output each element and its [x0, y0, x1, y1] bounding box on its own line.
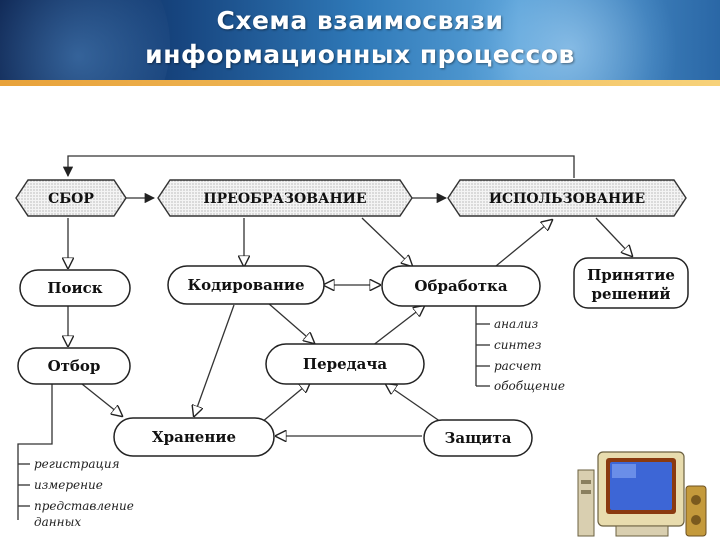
- node-decision-label-line-1: Принятие: [587, 266, 675, 284]
- processing-note-2: синтез: [494, 338, 541, 352]
- node-decision-label-line-2: решений: [592, 285, 671, 303]
- selection-note-4: данных: [34, 515, 81, 529]
- node-transfer-shape: [265, 343, 425, 385]
- slide-header: Схема взаимосвязи информационных процесс…: [0, 0, 720, 82]
- stage-use-shape: [447, 179, 687, 217]
- processing-note-3: расчет: [494, 359, 542, 373]
- stage-transform-shape: [157, 179, 413, 217]
- computer-icon: [577, 451, 707, 537]
- selection-note-2: измерение: [34, 478, 103, 492]
- selection-notes-bracket: [17, 384, 53, 520]
- arrow-transform-to-processing: [361, 217, 412, 266]
- stage-collect-shape: [15, 179, 127, 217]
- node-transfer-label: Передача: [303, 355, 387, 373]
- node-processing-label: Обработка: [414, 277, 507, 295]
- node-decision-shape: [573, 257, 689, 309]
- node-selection-shape: [17, 347, 131, 385]
- arrow-encoding-to-storage: [194, 304, 235, 416]
- node-encoding-label: Кодирование: [187, 276, 304, 294]
- node-encoding-shape: [167, 265, 325, 305]
- selection-note-1: регистрация: [34, 457, 120, 471]
- stage-use-label: ИСПОЛЬЗОВАНИЕ: [489, 191, 645, 207]
- node-protection-label: Защита: [445, 429, 512, 447]
- node-storage-label: Хранение: [152, 428, 236, 446]
- globe-decoration: [0, 0, 170, 82]
- arrow-protection-to-transfer: [386, 384, 445, 425]
- light-glow-decoration: [440, 0, 700, 82]
- stage-collect-label: СБОР: [48, 191, 94, 207]
- slide-title-line-2: информационных процессов: [145, 40, 575, 69]
- arrow-transfer-to-processing: [371, 306, 424, 347]
- node-storage-shape: [113, 417, 275, 457]
- selection-note-3: представление: [34, 499, 134, 513]
- processing-note-1: анализ: [494, 317, 538, 331]
- node-protection-shape: [423, 419, 533, 457]
- slide-title-line-1: Схема взаимосвязи: [216, 6, 504, 35]
- node-search-label: Поиск: [47, 279, 102, 297]
- node-processing-shape: [381, 265, 541, 307]
- processing-note-4: обобщение: [494, 379, 565, 393]
- arrow-use-to-decision: [595, 217, 632, 256]
- arrow-selection-to-storage: [81, 383, 122, 416]
- header-accent-bar: [0, 80, 720, 86]
- arrow-processing-to-use: [495, 220, 552, 267]
- arrow-storage-to-transfer: [261, 382, 310, 423]
- node-selection-label: Отбор: [48, 357, 101, 375]
- arrow-encoding-to-transfer: [267, 302, 314, 343]
- node-search-shape: [19, 269, 131, 307]
- stage-transform-label: ПРЕОБРАЗОВАНИЕ: [203, 191, 366, 207]
- feedback-arrow: [62, 155, 575, 178]
